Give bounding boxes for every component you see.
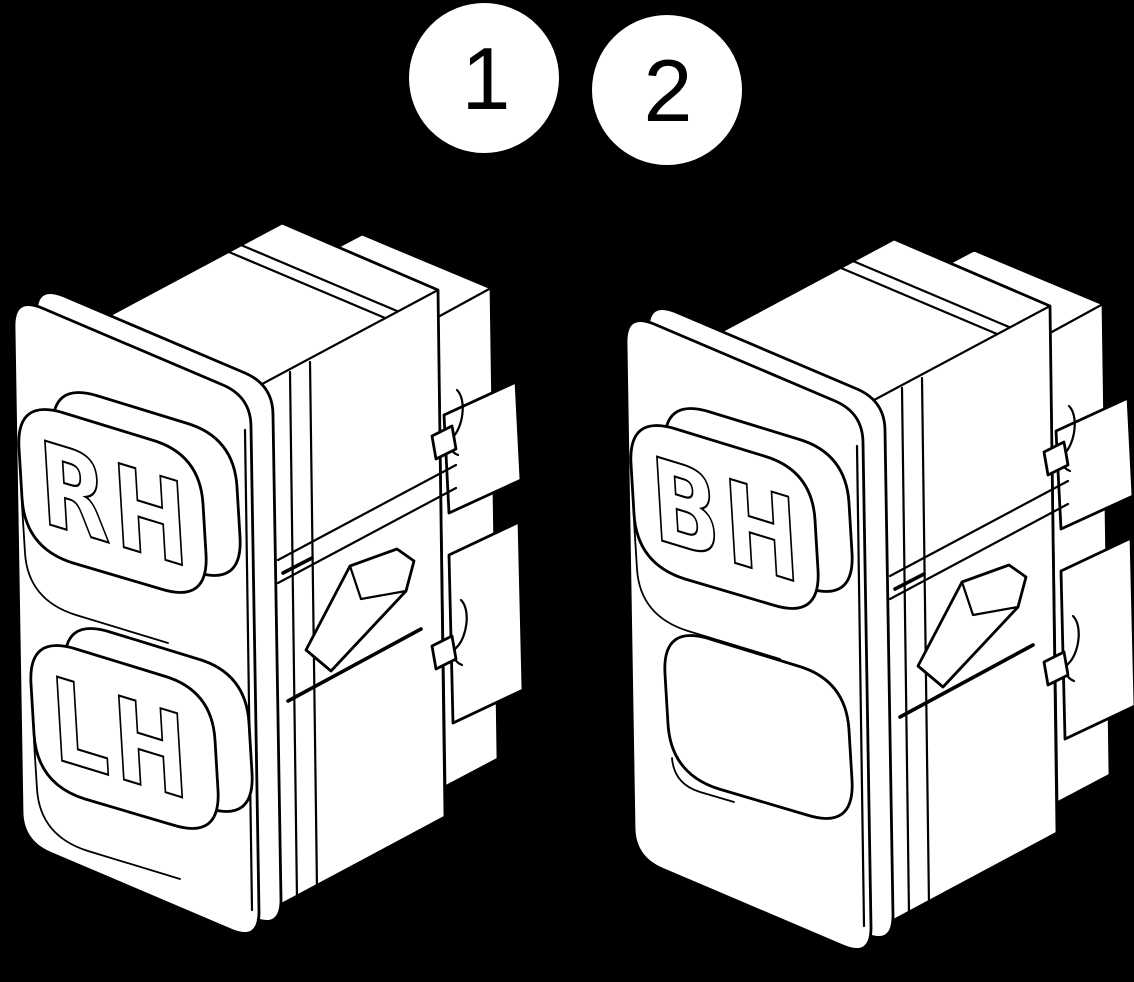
callout-1: 1 — [407, 1, 561, 155]
button-rh-flange-line — [21, 504, 169, 644]
button-blank-recess-line — [671, 757, 735, 803]
switch-1-body — [12, 221, 525, 936]
button-bh-flange-line — [633, 520, 781, 660]
button-bh: BH — [629, 407, 854, 660]
button-lh-face — [29, 644, 220, 830]
switch-2-body — [624, 237, 1134, 952]
button-lh-flange-line — [33, 740, 181, 880]
callout-1-circle — [407, 1, 561, 155]
callout-2-circle — [590, 13, 744, 167]
arrowhead-1 — [284, 192, 321, 223]
callout-2: 2 — [590, 13, 744, 167]
switch-2-assembly: BH — [624, 237, 1134, 952]
switch-1-assembly: RH LH — [12, 221, 525, 936]
callout-1-number: 1 — [462, 29, 511, 128]
arrowhead-2 — [820, 227, 854, 261]
button-blank-face — [663, 634, 854, 820]
callout-2-number: 2 — [644, 41, 693, 140]
button-blank — [663, 634, 854, 820]
